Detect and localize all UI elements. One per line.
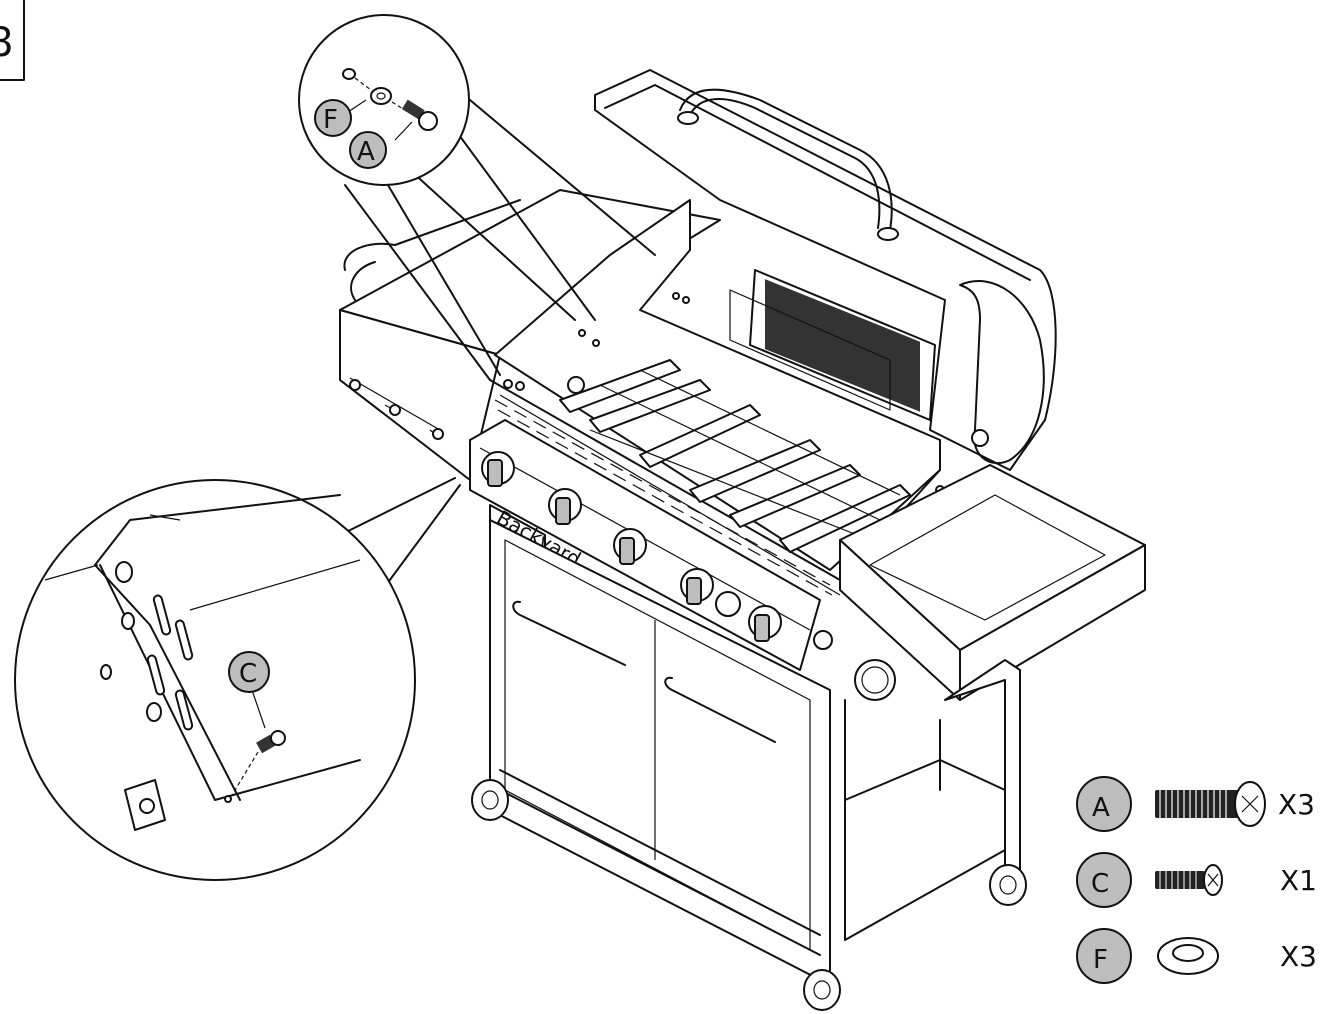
- part-qty: X1: [1280, 864, 1317, 897]
- top-detail-callout: F A: [298, 14, 656, 381]
- left-detail-bracket: [44, 494, 361, 831]
- control-knobs: [481, 451, 782, 642]
- parts-list: A X3 C: [1076, 776, 1317, 984]
- left-detail-screw: [231, 689, 286, 796]
- left-detail-badge-c: C: [228, 651, 270, 693]
- part-qty: X3: [1280, 940, 1317, 973]
- part-row-f: F X3: [1076, 928, 1317, 984]
- burner-tubes: [559, 359, 911, 553]
- left-detail-callout: C: [14, 477, 461, 881]
- grill-lid: [594, 69, 1057, 471]
- short-bolt-icon: [1155, 864, 1223, 896]
- left-side-shelf: [339, 189, 721, 481]
- step-number-box: 8: [0, 0, 25, 81]
- part-row-a: A X3: [1076, 776, 1315, 832]
- right-side-shelf: [813, 464, 1146, 941]
- long-bolt-icon: [1155, 781, 1266, 827]
- part-qty: X3: [1278, 788, 1315, 821]
- control-panel: Backyard: [469, 419, 821, 671]
- svg-text:F: F: [323, 105, 338, 135]
- top-detail-badge-a: A: [349, 131, 387, 169]
- grill-illustration: Backyard: [339, 69, 1146, 1011]
- part-letter: A: [1092, 793, 1110, 823]
- washer-icon: [1157, 937, 1219, 975]
- top-detail-badge-f: F: [314, 99, 352, 137]
- part-letter: C: [1091, 869, 1109, 899]
- part-row-c: C X1: [1076, 852, 1317, 908]
- svg-text:A: A: [357, 137, 375, 167]
- cabinet: [489, 519, 831, 986]
- casters: [471, 779, 1027, 1011]
- svg-text:C: C: [239, 659, 257, 689]
- part-letter: F: [1093, 945, 1108, 975]
- step-number: 8: [0, 20, 13, 66]
